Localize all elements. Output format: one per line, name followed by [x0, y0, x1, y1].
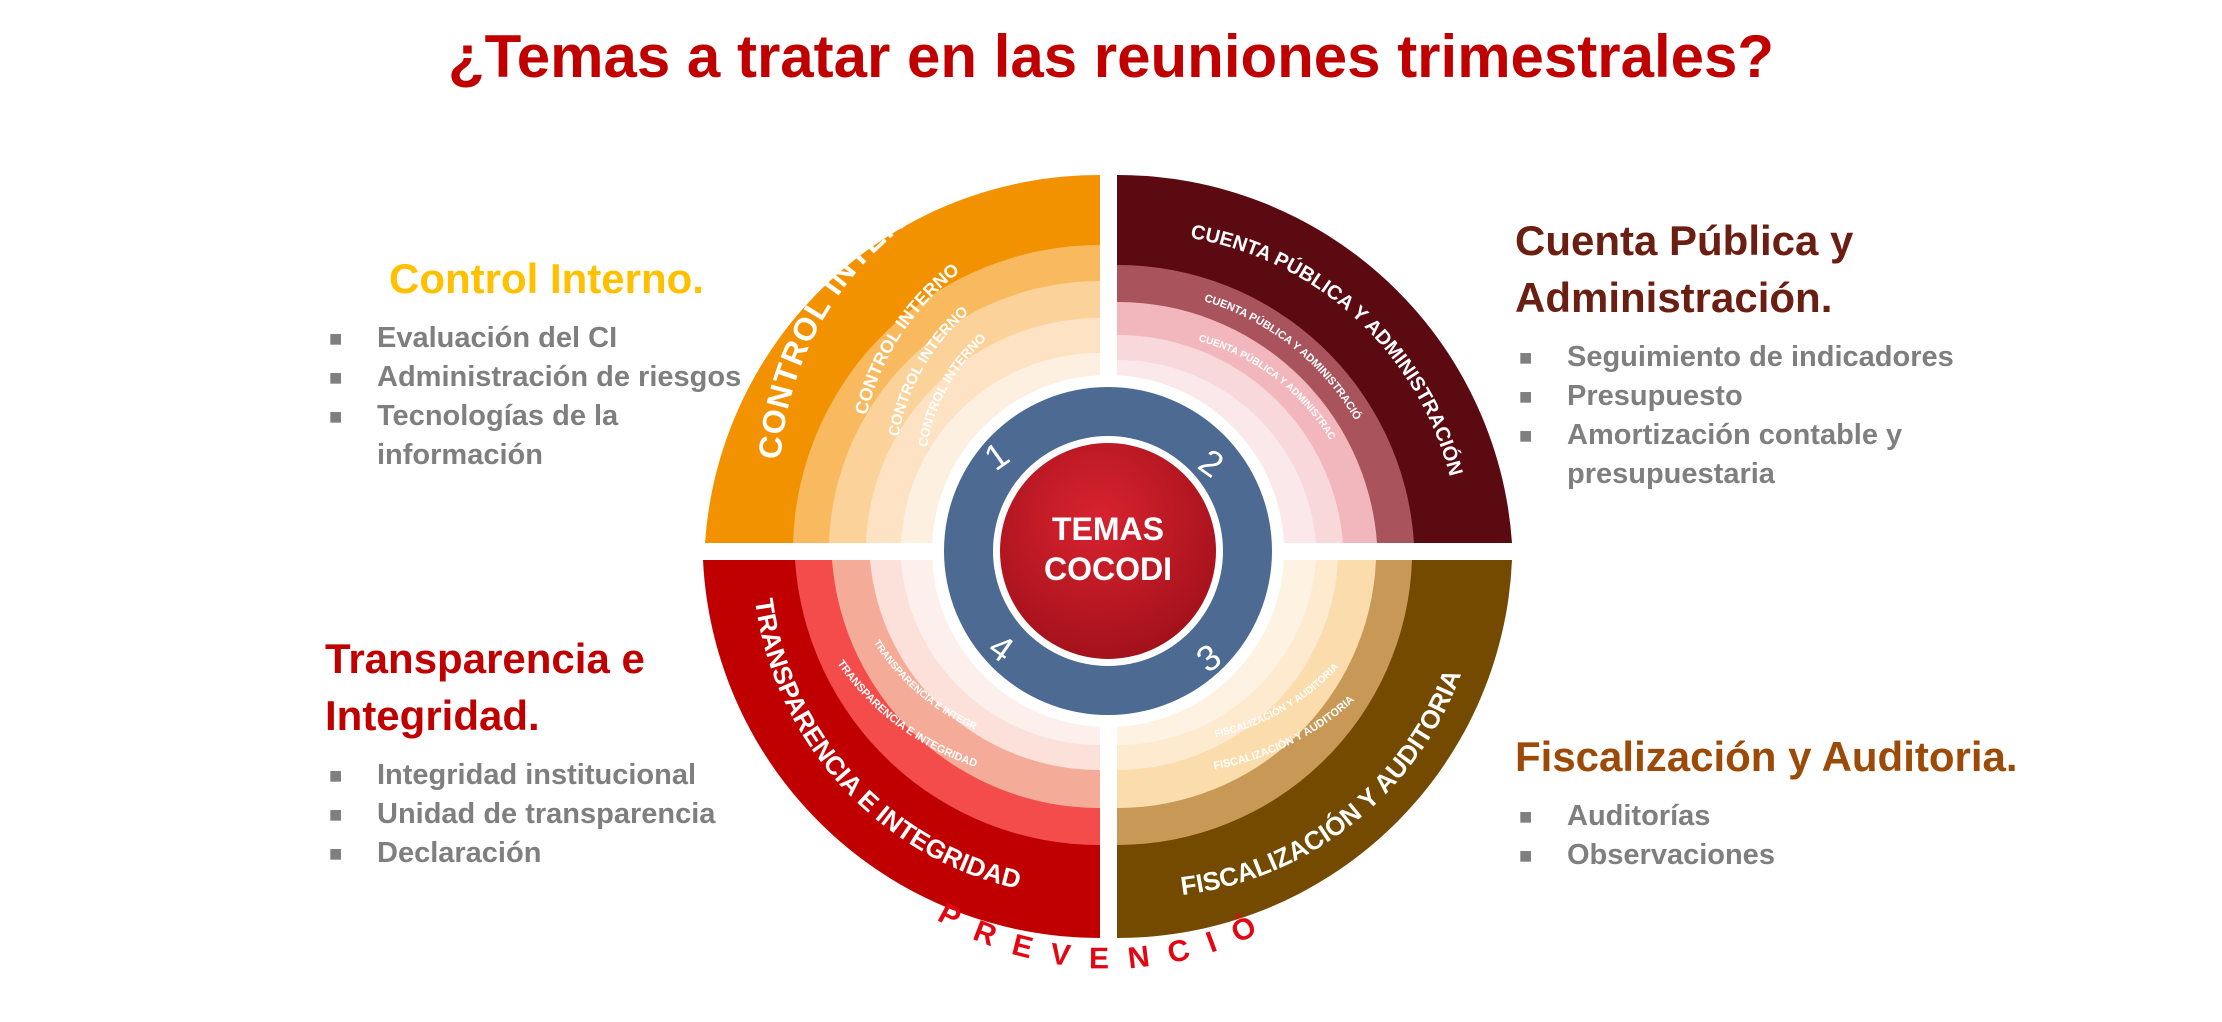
- list-item: ■Observaciones: [1515, 836, 2035, 875]
- list-cuenta-publica: ■Seguimiento de indicadores ■Presupuesto…: [1515, 338, 1995, 494]
- list-item: ■Amortización contable y presupuestaria: [1515, 416, 1995, 494]
- list-fiscalizacion: ■Auditorías ■Observaciones: [1515, 797, 2035, 875]
- block-cuenta-publica: Cuenta Pública y Administración. ■Seguim…: [1515, 212, 1995, 494]
- square-bullet-icon: ■: [1519, 384, 1533, 409]
- core-circle: [1000, 443, 1216, 659]
- heading-transparencia-line2: Integridad.: [325, 692, 540, 739]
- center-line1: TEMAS: [1052, 511, 1164, 547]
- square-bullet-icon: ■: [329, 326, 343, 351]
- heading-cuenta-publica: Cuenta Pública y Administración.: [1515, 212, 1995, 326]
- list-item: ■Auditorías: [1515, 797, 2035, 836]
- list-item: ■Unidad de transparencia: [325, 795, 765, 834]
- square-bullet-icon: ■: [329, 802, 343, 827]
- heading-transparencia: Transparencia e Integridad.: [325, 630, 765, 744]
- heading-control-interno: Control Interno.: [389, 255, 704, 302]
- heading-cuenta-publica-line1: Cuenta Pública y: [1515, 217, 1854, 264]
- square-bullet-icon: ■: [1519, 345, 1533, 370]
- list-control-interno: ■Evaluación del CI ■Administración de ri…: [325, 319, 765, 475]
- list-item: ■Evaluación del CI: [325, 319, 765, 358]
- list-item: ■Declaración: [325, 834, 765, 873]
- block-fiscalizacion: Fiscalización y Auditoria. ■Auditorías ■…: [1515, 728, 2035, 875]
- square-bullet-icon: ■: [329, 763, 343, 788]
- block-control-interno: Control Interno. ■Evaluación del CI ■Adm…: [325, 250, 765, 475]
- list-transparencia: ■Integridad institucional ■Unidad de tra…: [325, 756, 765, 873]
- center-line2: COCODI: [1044, 551, 1172, 587]
- square-bullet-icon: ■: [1519, 804, 1533, 829]
- square-bullet-icon: ■: [1519, 843, 1533, 868]
- list-item: ■Integridad institucional: [325, 756, 765, 795]
- heading-cuenta-publica-line2: Administración.: [1515, 274, 1833, 321]
- square-bullet-icon: ■: [1519, 423, 1533, 448]
- page-title: ¿Temas a tratar en las reuniones trimest…: [447, 23, 1775, 90]
- list-item: ■Administración de riesgos: [325, 358, 765, 397]
- block-transparencia: Transparencia e Integridad. ■Integridad …: [325, 630, 765, 873]
- list-item: ■Tecnologías de la información: [325, 397, 765, 475]
- square-bullet-icon: ■: [329, 841, 343, 866]
- heading-fiscalizacion: Fiscalización y Auditoria.: [1515, 733, 2018, 780]
- square-bullet-icon: ■: [329, 404, 343, 429]
- list-item: ■Presupuesto: [1515, 377, 1995, 416]
- square-bullet-icon: ■: [329, 365, 343, 390]
- heading-transparencia-line1: Transparencia e: [325, 635, 645, 682]
- list-item: ■Seguimiento de indicadores: [1515, 338, 1995, 377]
